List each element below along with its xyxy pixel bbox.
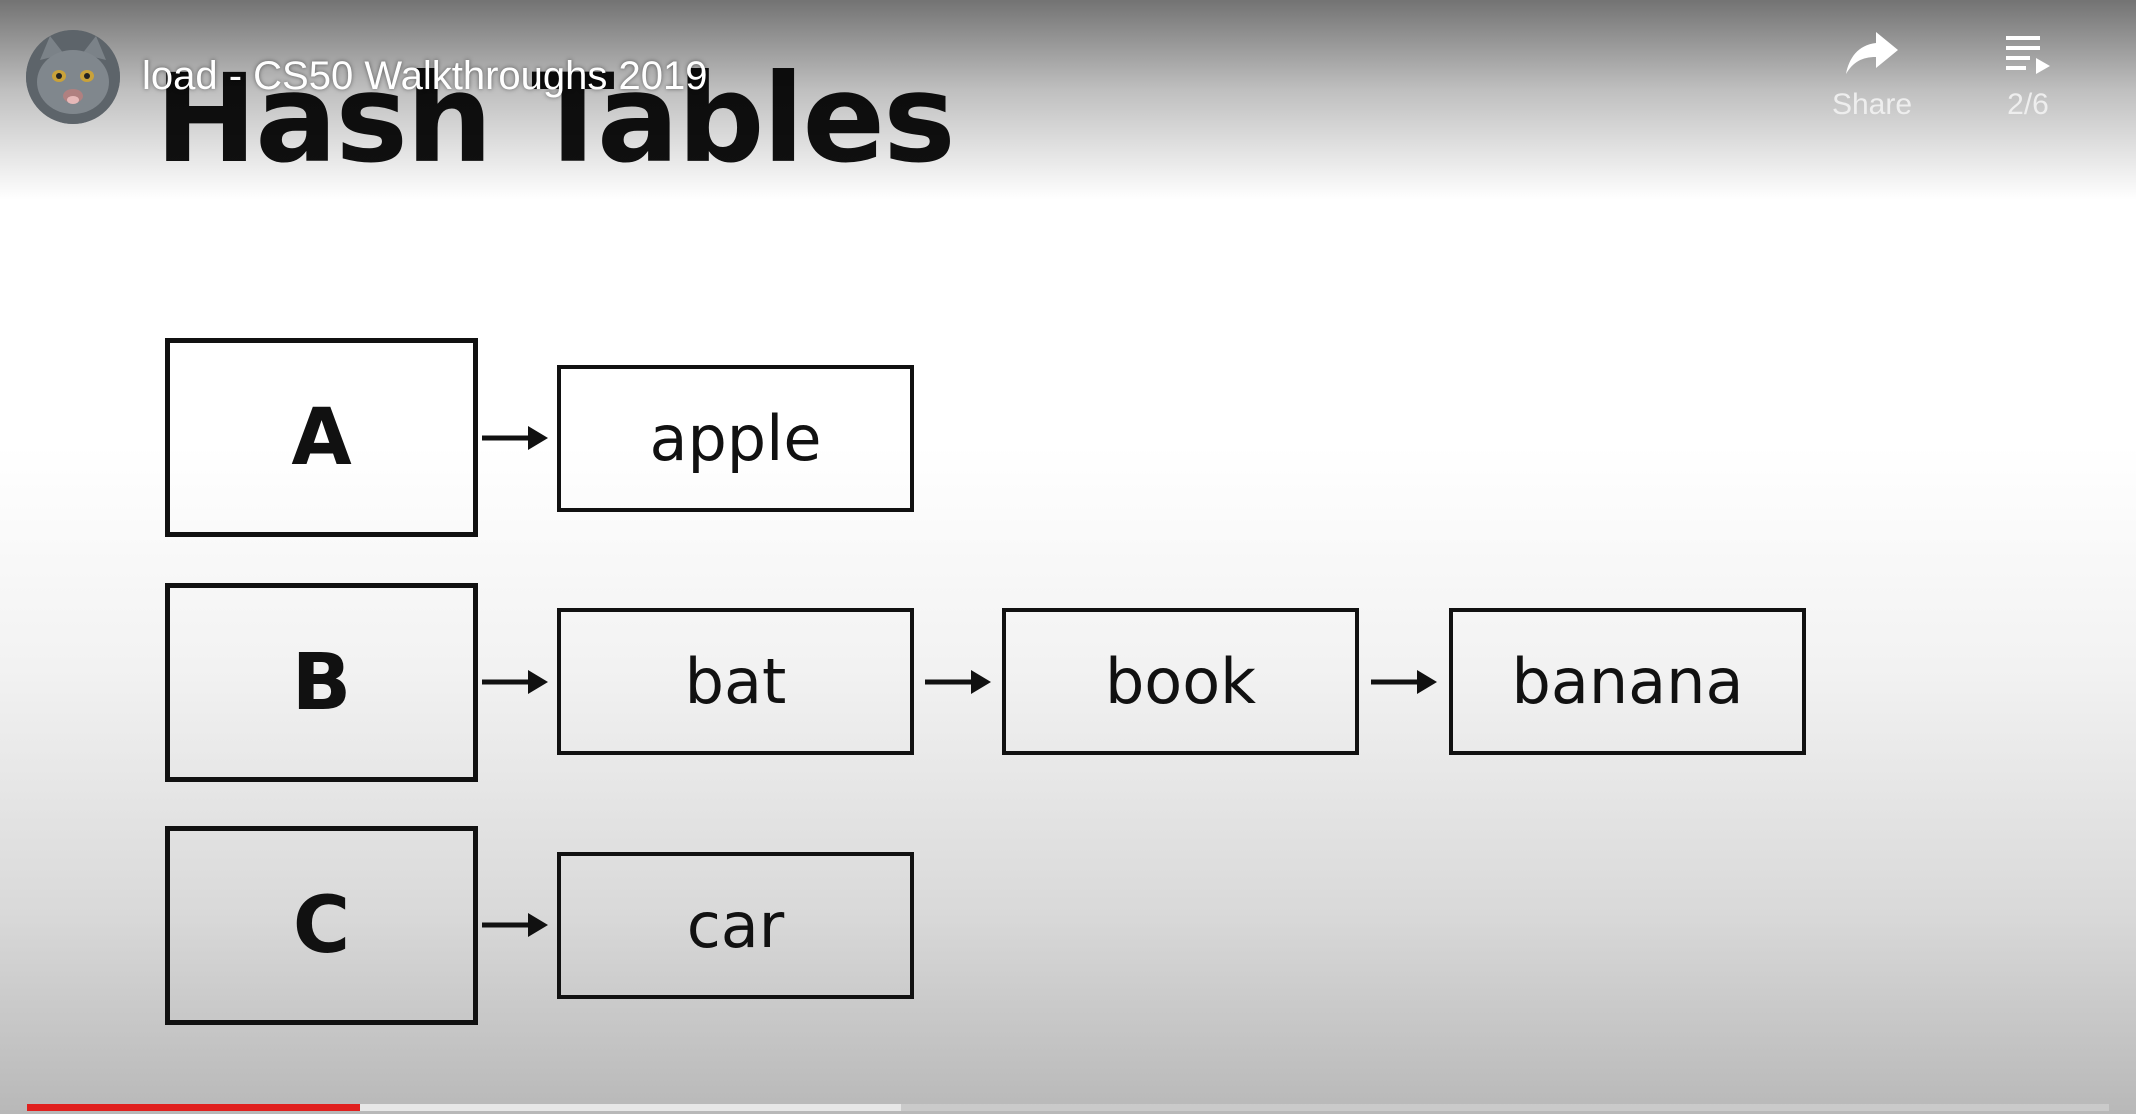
- hash-key-c: C: [165, 826, 478, 1025]
- node-apple: apple: [557, 365, 914, 512]
- arrow-icon: [482, 913, 548, 937]
- share-arrow-icon: [1846, 32, 1898, 74]
- video-title[interactable]: load - CS50 Walkthroughs 2019: [142, 54, 708, 98]
- progress-bar[interactable]: [27, 1104, 2109, 1111]
- node-bat: bat: [557, 608, 914, 755]
- node-banana: banana: [1449, 608, 1806, 755]
- hash-key-a: A: [165, 338, 478, 537]
- hash-key-b: B: [165, 583, 478, 782]
- share-button[interactable]: Share: [1802, 28, 1942, 148]
- progress-buffered: [27, 1104, 902, 1111]
- playlist-position: 2/6: [2007, 88, 2049, 121]
- playlist-icon: [2006, 36, 2050, 74]
- arrow-icon: [482, 426, 548, 450]
- arrow-icon: [1371, 670, 1437, 694]
- arrow-icon: [925, 670, 991, 694]
- node-book: book: [1002, 608, 1359, 755]
- progress-played: [27, 1104, 361, 1111]
- cat-avatar-icon: [26, 30, 120, 124]
- channel-avatar[interactable]: [26, 30, 120, 124]
- share-label: Share: [1831, 88, 1913, 121]
- arrow-icon: [482, 670, 548, 694]
- node-car: car: [557, 852, 914, 999]
- playlist-button[interactable]: 2/6: [1958, 28, 2098, 148]
